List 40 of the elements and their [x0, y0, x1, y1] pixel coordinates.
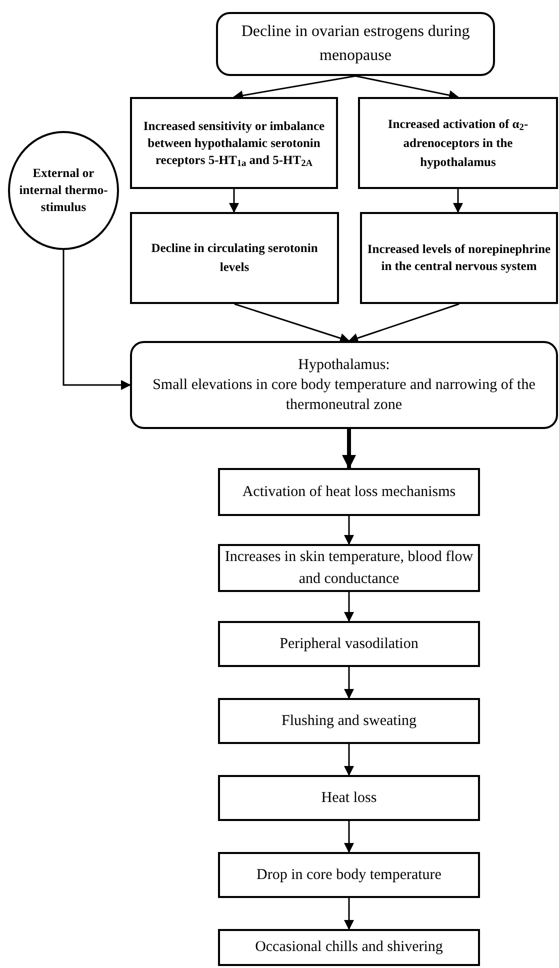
process-box [218, 698, 480, 744]
process-box [360, 212, 558, 304]
node-text: Increases in skin temperature, blood flow and conductance [224, 548, 474, 589]
arrow [348, 303, 460, 343]
arrow [62, 250, 131, 390]
process-box [218, 775, 480, 821]
node-text: Decline in ovarian estrogens during menopause [240, 22, 471, 66]
process-box [218, 468, 480, 516]
process-box [130, 97, 338, 189]
node-text: Activation of heat loss mechanisms [242, 482, 456, 502]
process-box [218, 544, 480, 592]
process-box [218, 929, 480, 966]
arrow [344, 898, 354, 930]
node-text: Decline in circulating serotonin levels [150, 240, 319, 276]
arrow [344, 744, 354, 776]
process-box [218, 852, 480, 898]
process-box [358, 97, 558, 189]
process-box [130, 341, 558, 429]
node-text: Heat loss [321, 788, 377, 808]
arrow [344, 667, 354, 699]
node-text: Increased levels of norepinephrine in the central nervous system [366, 241, 552, 275]
node-text: Drop in core body temperature [256, 866, 442, 885]
node-text: Flushing and sweating [282, 712, 416, 731]
process-box [216, 12, 495, 76]
arrow [234, 303, 350, 343]
process-box [130, 212, 339, 304]
node-text: Peripheral vasodilation [280, 634, 418, 654]
arrow [342, 429, 356, 469]
node-text: Occasional chills and shivering [255, 938, 443, 958]
arrow [344, 821, 354, 853]
arrow [344, 516, 354, 545]
node-text: Increased sensitivity or imbalance between hypothalamic serotonin receptors 5-HT$_{1a}$ and 5-HT$_{2A}$ [142, 118, 326, 168]
node-text: Hypothalamus: [298, 356, 390, 375]
arrow [229, 189, 239, 213]
node-text: Increased activation of α$_{2}$-adrenoceptors in the hypothalamus [386, 116, 530, 171]
process-box [218, 621, 480, 667]
node-text: External or internal thermo- stimulus [18, 165, 109, 216]
node-text: Small elevations in core body temperature and narrowing of the thermoneutral zone [152, 376, 536, 415]
arrow [453, 189, 463, 213]
arrow [344, 592, 354, 622]
